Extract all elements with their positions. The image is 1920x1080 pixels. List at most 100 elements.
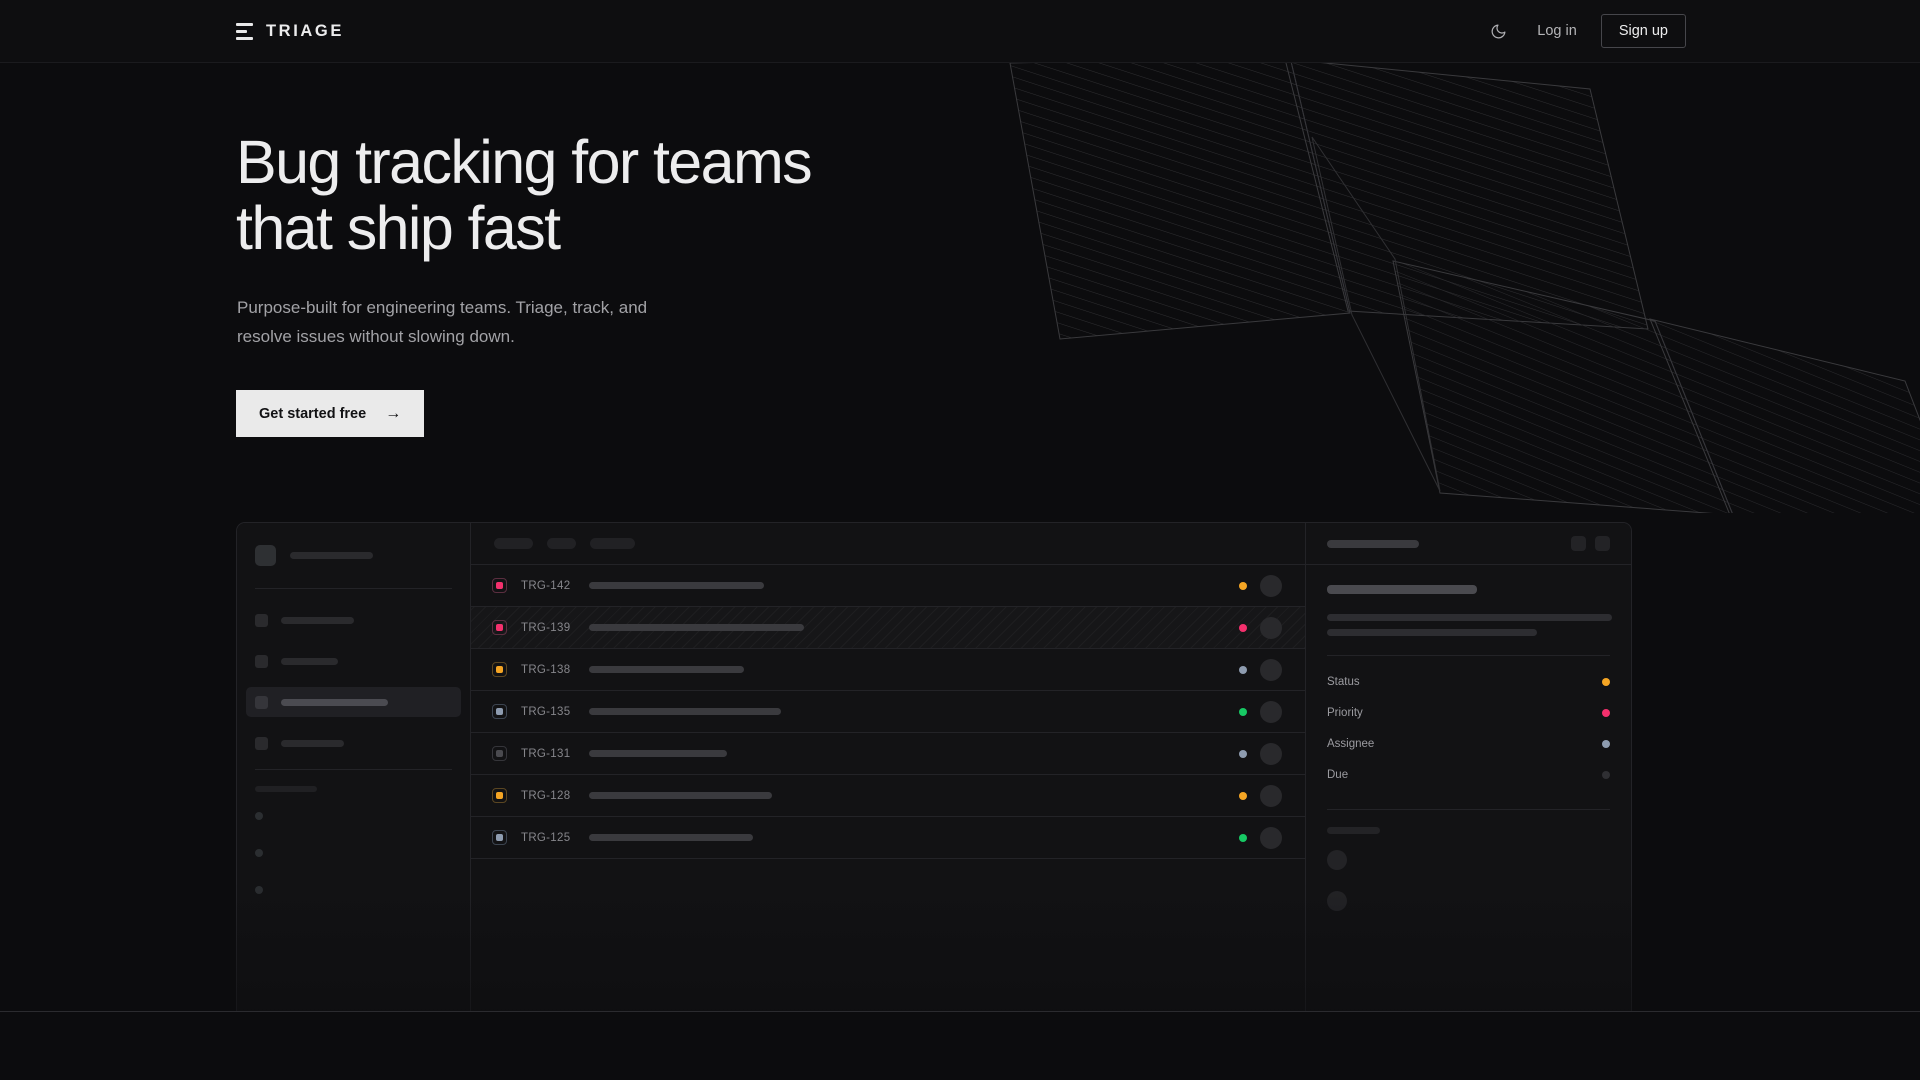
detail-header [1306, 523, 1631, 565]
detail-field-value-dot [1602, 739, 1610, 748]
sidebar-item-icon [255, 613, 268, 627]
issue-id: TRG-131 [521, 747, 571, 760]
issue-priority-dot [1239, 791, 1247, 800]
sidebar-nav [246, 605, 461, 758]
moon-icon[interactable] [1483, 16, 1513, 46]
sidebar-divider-top [255, 588, 452, 589]
sidebar-mini-item-1[interactable] [255, 848, 452, 858]
issue-list-toolbar [471, 523, 1305, 565]
issue-priority-dot [1239, 623, 1247, 632]
table-row[interactable]: TRG-125 [471, 817, 1305, 859]
sidebar-workspace[interactable] [255, 545, 452, 566]
issue-priority-dot [1239, 749, 1247, 758]
sidebar-item-2[interactable] [246, 687, 461, 717]
sidebar-mini-dot [255, 812, 263, 820]
issue-type-badge [492, 704, 507, 719]
issue-priority-dot [1239, 833, 1247, 842]
detail-field-value-dot [1602, 770, 1610, 779]
sidebar-divider-bottom [255, 769, 452, 770]
avatar[interactable] [1260, 742, 1282, 765]
table-row[interactable]: TRG-128 [471, 775, 1305, 817]
footer-area [0, 1012, 1920, 1080]
avatar[interactable] [1260, 826, 1282, 849]
issue-row-meta [1239, 616, 1282, 639]
issue-id: TRG-138 [521, 663, 571, 676]
detail-header-placeholder [1327, 539, 1419, 548]
avatar[interactable] [1260, 574, 1282, 597]
detail-field-due[interactable]: Due [1327, 759, 1610, 790]
issue-id: TRG-128 [521, 789, 571, 802]
sidebar-item-label-placeholder [281, 657, 338, 665]
avatar[interactable] [1260, 616, 1282, 639]
sidebar-mini-dot [255, 849, 263, 857]
brand-name: TRIAGE [266, 21, 344, 40]
issue-title-placeholder [589, 624, 804, 631]
sidebar-item-1[interactable] [246, 646, 461, 676]
signup-button[interactable]: Sign up [1600, 14, 1686, 48]
table-row[interactable]: TRG-135 [471, 691, 1305, 733]
issue-id: TRG-139 [521, 621, 571, 634]
table-row[interactable]: TRG-138 [471, 649, 1305, 691]
page-title: Bug tracking for teams that ship fast [236, 128, 813, 262]
detail-field-value-dot [1602, 708, 1610, 717]
issue-priority-dot [1239, 581, 1247, 590]
sidebar-item-label-placeholder [281, 739, 344, 747]
brand-logo[interactable]: TRIAGE [236, 22, 344, 41]
detail-activity-label [1327, 827, 1380, 834]
workspace-name-placeholder [290, 552, 373, 559]
sidebar-item-icon [255, 695, 268, 709]
issue-title-placeholder [589, 792, 772, 799]
cta-label: Get started free [259, 405, 367, 422]
detail-field-assignee[interactable]: Assignee [1327, 728, 1610, 759]
issue-id: TRG-135 [521, 705, 571, 718]
get-started-button[interactable]: Get started free → [236, 390, 425, 437]
sidebar-item-0[interactable] [246, 605, 461, 635]
detail-divider-top [1327, 655, 1610, 656]
issue-row-meta [1239, 826, 1282, 849]
avatar[interactable] [1260, 784, 1282, 807]
detail-action-button[interactable] [1571, 536, 1586, 551]
sidebar-mini-item-0[interactable] [255, 811, 452, 821]
filter-chip-2[interactable] [590, 538, 635, 549]
login-link[interactable]: Log in [1537, 23, 1577, 39]
sidebar-item-label-placeholder [281, 616, 354, 624]
navbar-actions: Log in Sign up [1483, 14, 1686, 48]
detail-field-priority[interactable]: Priority [1327, 697, 1610, 728]
issue-type-badge [492, 788, 507, 803]
table-row[interactable]: TRG-139 [471, 607, 1305, 649]
issue-row-meta [1239, 700, 1282, 723]
issue-type-badge [492, 620, 507, 635]
issue-type-badge [492, 830, 507, 845]
detail-field-status[interactable]: Status [1327, 666, 1610, 697]
sidebar-item-label-placeholder [281, 698, 388, 706]
sidebar-section-label [255, 786, 317, 792]
sidebar-mini-list [255, 811, 452, 895]
table-row[interactable]: TRG-131 [471, 733, 1305, 775]
issue-row-meta [1239, 658, 1282, 681]
avatar[interactable] [1260, 700, 1282, 723]
avatar[interactable] [1260, 658, 1282, 681]
sidebar-mini-item-2[interactable] [255, 885, 452, 895]
issue-title-placeholder [589, 666, 744, 673]
mockup-baseline [0, 1011, 1920, 1012]
table-row[interactable]: TRG-142 [471, 565, 1305, 607]
workspace-avatar-icon [255, 545, 276, 566]
detail-close-button[interactable] [1595, 536, 1610, 551]
issue-title-placeholder [589, 834, 753, 841]
sidebar-item-3[interactable] [246, 728, 461, 758]
sidebar-item-icon [255, 654, 268, 668]
detail-title-placeholder [1327, 585, 1477, 594]
detail-divider-bottom [1327, 809, 1610, 810]
filter-chip-1[interactable] [547, 538, 576, 549]
issue-row-meta [1239, 784, 1282, 807]
detail-text-line-0 [1327, 614, 1612, 621]
sidebar-item-icon [255, 736, 268, 750]
filter-chip-0[interactable] [494, 538, 533, 549]
detail-header-actions [1571, 536, 1610, 551]
issue-id: TRG-125 [521, 831, 571, 844]
mockup-sidebar [237, 523, 471, 1012]
detail-field-label: Due [1327, 768, 1349, 781]
